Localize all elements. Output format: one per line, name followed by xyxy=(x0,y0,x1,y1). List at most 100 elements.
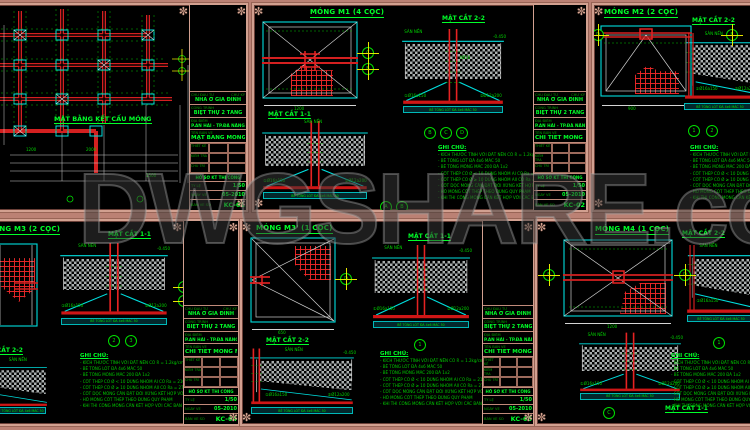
label-investor: CHỦ ĐẦU TƯ xyxy=(191,93,215,97)
notes-block: GHI CHÚ: KÍCH THƯỚC TÍNH VỚI ĐẤT NỀN CÓ … xyxy=(380,351,492,408)
label-drawing: TÊN BẢN VẼ xyxy=(191,131,213,135)
sheet-header: MÓNG M4 (1 CỌC) xyxy=(595,225,670,235)
value-scale: 1/50 xyxy=(232,183,245,189)
section-label: MẶT CẮT 2-2 xyxy=(682,230,725,238)
section-2-2: SÀN NỀN BÊ TÔNG LÓT ĐÁ 4x6 MÁC 50 ①Ø16a1… xyxy=(685,243,750,331)
axis-bubble: A xyxy=(380,201,392,210)
sheet-mong-m1: MÓNG M1 (4 CỌC) C B 1200 MẶT CẮT 2-2 SÀN… xyxy=(252,3,588,212)
corner-ornament-icon: ✼ xyxy=(178,5,188,18)
axis-bubble: 3 xyxy=(125,335,137,347)
corner-ornament-icon: ✼ xyxy=(242,411,252,424)
sheet-header: MÓNG M3' (1 CỌC) xyxy=(256,224,333,234)
notes-block: GHI CHÚ: KÍCH THƯỚC TÍNH VỚI ĐẤT NỀN CÓ … xyxy=(690,145,750,202)
corner-ornament-icon: ✼ xyxy=(594,197,604,210)
section-1-1: SÀN NỀN -0.450 BÊ TÔNG LÓT ĐÁ 4x6 MÁC 50… xyxy=(60,242,170,325)
dim-label: 1500 xyxy=(146,173,157,178)
pile-cap-plan-fragment xyxy=(0,243,38,327)
axis-bubble: D xyxy=(456,127,468,139)
value-drawing-title: MẶT BẰNG MÓNG xyxy=(191,135,245,141)
section-1-1: SÀN NỀN -0.450 BÊ TÔNG LÓT ĐÁ 4x6 MÁC 50… xyxy=(372,244,472,329)
pile-cap-plan xyxy=(563,239,673,317)
section-1-1: SÀN NỀN BÊ TÔNG LÓT ĐÁ 4x6 MÁC 50 ①Ø16a1… xyxy=(262,119,368,200)
section-label: MẶT CẮT 1-1 xyxy=(408,233,451,241)
plan-title: MẶT BẰNG KẾT CẤU MÓNG xyxy=(54,115,152,124)
section-label: MẶT CẮT 2-2 xyxy=(442,15,485,23)
title-block-logo-cell xyxy=(190,5,246,92)
axis-bubble: 2 xyxy=(108,335,120,347)
axis-bubble: 2 xyxy=(706,125,718,137)
dimension-line xyxy=(264,105,356,106)
section-label: MẶT CẮT 2-2 xyxy=(692,17,735,25)
axis-bubble: B xyxy=(357,58,379,80)
notes-block: GHI CHÚ: KÍCH THƯỚC TÍNH VỚI ĐẤT NỀN CÓ … xyxy=(80,353,192,410)
sheet-header: MÓNG M2 (2 CỌC) xyxy=(604,8,679,18)
notes-block: GHI CHÚ: KÍCH THƯỚC TÍNH VỚI ĐẤT NỀN CÓ … xyxy=(671,353,750,410)
axis-bubble: 1 xyxy=(414,339,426,351)
axis-bubble: 1 xyxy=(713,337,725,349)
label-project: CÔNG TRÌNH xyxy=(191,106,215,110)
dim-label: 1200 xyxy=(26,147,37,152)
corner-ornament-icon: ✼ xyxy=(172,221,182,234)
corner-ornament-icon: ✼ xyxy=(228,221,238,234)
label-sign: CHỮ KÝ xyxy=(231,93,245,97)
section-label: MẶT CẮT 1-1 xyxy=(268,111,311,119)
section-1-1: SÀN NỀN -0.450 BÊ TÔNG LÓT ĐÁ 4x6 MÁC 50… xyxy=(579,332,683,400)
value-location: P.AN HẢI - TP.ĐÀ NẴNG xyxy=(191,123,245,128)
section-2-2: SÀN NỀN -0.450 BÊ TÔNG LÓT ĐÁ 4x6 MÁC 50… xyxy=(248,347,356,417)
signature-grid: THIẾT KẾ KIỂM TRA CHỦ TRÌ xyxy=(190,143,246,174)
value-investor: NHÀ Ở GIA ĐÌNH xyxy=(194,97,242,103)
pile-cap-plan xyxy=(250,237,336,323)
dim-label: 650 xyxy=(278,330,286,335)
section-2-2: SÀN NỀN BÊ TÔNG LÓT ĐÁ 4x6 MÁC 50 ①Ø16a1… xyxy=(682,31,750,119)
corner-ornament-icon: ✼ xyxy=(523,221,533,234)
dim-label: 2000 xyxy=(86,147,97,152)
axis-bubble: C xyxy=(603,407,615,419)
section-2-2: SÀN NỀN -0.450 BÊ TÔNG LÓT ĐÁ 4x6 MÁC 50… xyxy=(402,28,506,114)
value-date: 05-2010 xyxy=(222,192,245,198)
section-label: MẶT CẮT 2-2 xyxy=(0,347,23,355)
axis-bubble: D xyxy=(674,264,696,286)
axis-bubble: D xyxy=(335,268,357,290)
section-label: MẶT CẮT 2-2 xyxy=(266,337,309,345)
value-project: BIỆT THỰ 2 TẦNG xyxy=(193,110,243,116)
corner-ornament-icon: ✼ xyxy=(254,197,264,210)
sheet-foundation-plan: MẶT BẰNG KẾT CẤU MÓNG 1200 2000 1500 CHỦ… xyxy=(0,3,248,212)
dimension-line xyxy=(565,323,671,324)
sheet-number: KC-01 xyxy=(223,201,245,209)
axis-bubble: E xyxy=(721,24,743,46)
section-2-2-fragment: SÀN NỀN BÊ TÔNG LÓT ĐÁ 4x6 MÁC 50 xyxy=(0,357,48,417)
corner-ornament-icon: ✼ xyxy=(523,411,533,424)
sheet-header: MÓNG M3 (2 CỌC) xyxy=(0,225,61,235)
sheet-header: MÓNG M1 (4 CỌC) xyxy=(310,8,385,18)
pile-cap-plan xyxy=(600,25,692,97)
axis-bubble: C xyxy=(440,127,452,139)
title-block: CHỦ ĐẦU TƯ CHỮ KÝ NHÀ Ở GIA ĐÌNH CÔNG TRÌ… xyxy=(189,5,246,210)
label-location: ĐỊA ĐIỂM xyxy=(191,119,208,123)
corner-ornament-icon: ✼ xyxy=(236,197,246,210)
corner-ornament-icon: ✼ xyxy=(228,411,238,424)
axis-bubble: D xyxy=(594,24,609,46)
dimension-line xyxy=(602,105,690,106)
sheet-mong-m3: MÓNG M3 (2 CỌC) MẶT CẮT 1-1 SÀN NỀN -0.4… xyxy=(0,219,240,426)
dim-label: 1200 xyxy=(607,324,618,329)
foundation-plan-linework xyxy=(0,9,192,203)
corner-ornament-icon: ✼ xyxy=(242,221,252,234)
corner-ornament-icon: ✼ xyxy=(537,221,547,234)
corner-ornament-icon: ✼ xyxy=(594,5,604,18)
sheet-mong-m2: MÓNG M2 (2 CỌC) D E 900 MẶT CẮT 2-2 SÀN … xyxy=(592,3,750,212)
dim-label: 900 xyxy=(628,106,636,111)
sheet-mong-m3p: MÓNG M3' (1 CỌC) D 650 MẶT CẮT 1-1 SÀN N… xyxy=(240,219,535,426)
axis-bubble: B xyxy=(538,264,560,286)
notes-block: GHI CHÚ: KÍCH THƯỚC TÍNH VỚI ĐẤT NỀN CÓ … xyxy=(438,145,550,202)
sheet-mong-m4: MÓNG M4 (1 CỌC) B D 1200 SÀN NỀN -0.450 xyxy=(535,219,750,426)
section-label: MẶT CẮT 1-1 xyxy=(108,231,151,239)
axis-bubble: B xyxy=(396,201,408,210)
corner-ornament-icon: ✼ xyxy=(576,5,586,18)
value-stage: HỒ SƠ KT THI CÔNG xyxy=(195,175,241,180)
axis-bubble: 1 xyxy=(688,125,700,137)
pile-cap-plan xyxy=(262,21,358,99)
